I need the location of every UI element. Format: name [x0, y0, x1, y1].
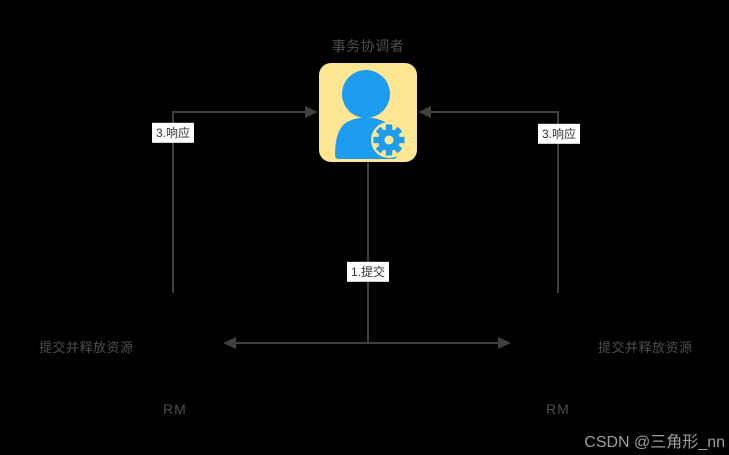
coordinator-node — [319, 63, 417, 162]
arrowhead-fanout-left-icon — [223, 337, 236, 349]
edge-label-right-response: 3.响应 — [537, 123, 581, 145]
gear-hub — [384, 135, 394, 145]
rm-left-action-text: 提交并释放资源 — [39, 340, 134, 355]
person-head — [342, 70, 390, 118]
arrowhead-fanout-right-icon — [498, 337, 511, 349]
arrowhead-right-response-icon — [418, 106, 431, 118]
rm-right-action-text: 提交并释放资源 — [598, 340, 693, 355]
watermark: CSDN @三角形_nn — [584, 434, 725, 451]
edge-left-response — [172, 111, 305, 293]
arrowhead-left-response-icon — [305, 106, 318, 118]
rm-right-label: RM — [546, 401, 570, 417]
coordinator-title: 事务协调者 — [331, 38, 405, 54]
rm-left-label: RM — [163, 401, 187, 417]
person-gear-icon — [335, 70, 407, 159]
gear-icon — [373, 124, 405, 156]
edge-label-left-response: 3.响应 — [151, 122, 195, 144]
edge-label-commit: 1.提交 — [346, 261, 390, 283]
edge-right-response — [431, 111, 559, 293]
